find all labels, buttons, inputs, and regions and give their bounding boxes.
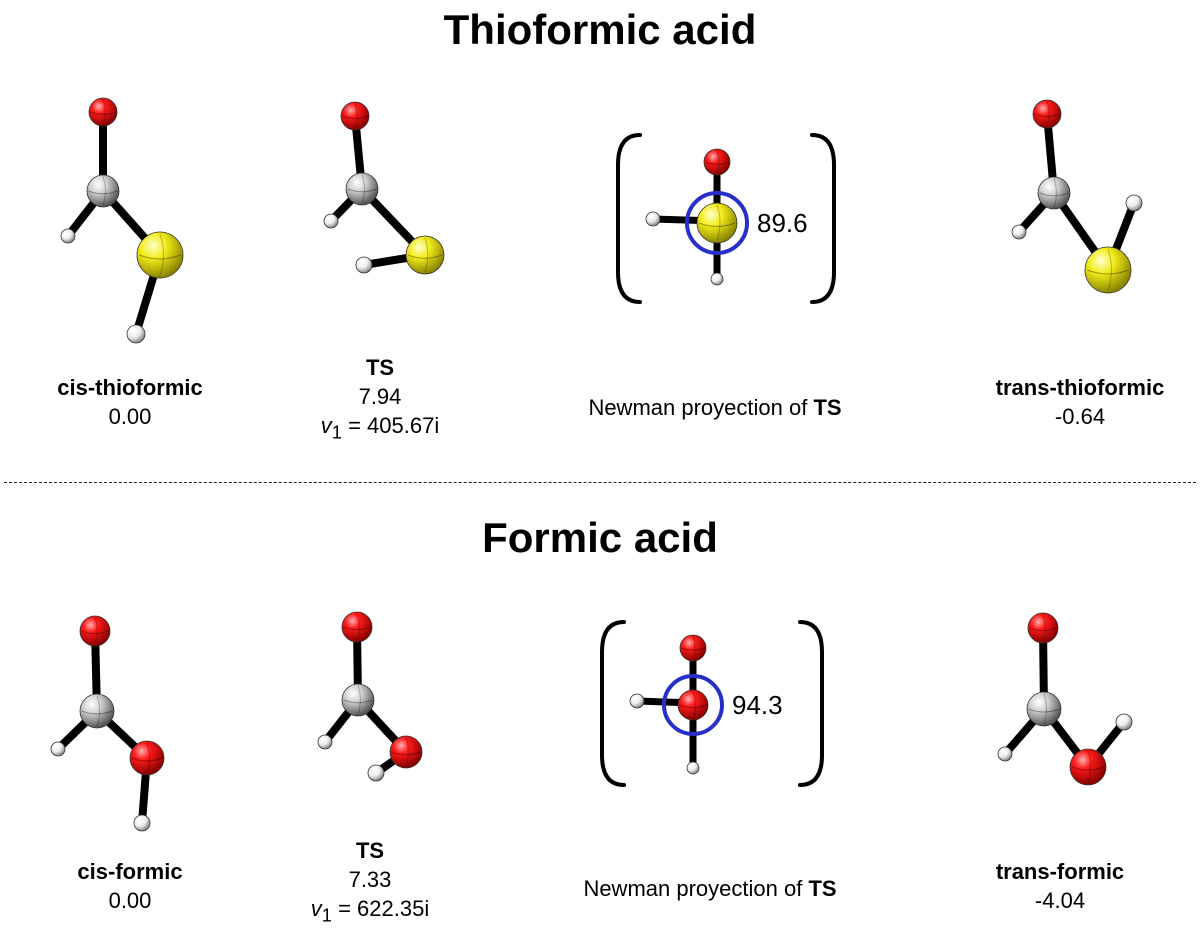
oxygen-atom <box>129 740 165 776</box>
conformer-name: cis-formic <box>77 859 183 884</box>
newman-projection-thioformic: 89.6 <box>616 133 836 304</box>
section-title-thioformic: Thioformic acid <box>443 6 757 53</box>
newman-circle <box>662 674 724 736</box>
conformer-name: trans-formic <box>995 859 1125 884</box>
newman-circle <box>685 191 749 255</box>
oxygen-atom <box>679 634 707 662</box>
molecule-trans-formic-bonds <box>1001 624 1128 771</box>
conformer-name: TS <box>365 355 395 380</box>
hydrogen-atom <box>710 272 724 286</box>
section-title-formic: Formic acid <box>482 514 718 561</box>
hydrogen-atom <box>1115 713 1133 731</box>
right-bracket <box>798 620 824 787</box>
left-bracket <box>616 133 642 304</box>
hydrogen-atom <box>355 256 373 274</box>
sulfur-atom <box>136 231 184 279</box>
front-atom <box>696 202 738 244</box>
relative-energy: 0.00 <box>108 888 152 913</box>
newman-projection-formic: 94.3 <box>600 620 824 787</box>
bonds-layer <box>54 108 1138 827</box>
sulfur-atom <box>1084 246 1132 294</box>
carbon-atom <box>345 172 379 206</box>
hydrogen-atom <box>126 324 146 344</box>
sulfur-atom <box>405 235 445 275</box>
oxygen-atom <box>1069 748 1107 786</box>
hydrogen-atom <box>629 693 645 709</box>
atoms-layer <box>50 97 1143 832</box>
carbon-atom <box>86 174 120 208</box>
hydrogen-atom <box>317 734 333 750</box>
carbon-atom <box>1037 176 1071 210</box>
label-cis-thioformic: cis-thioformic 0.00 <box>20 373 240 431</box>
oxygen-atom <box>703 148 731 176</box>
relative-energy: 7.94 <box>358 384 402 409</box>
hydrogen-atom <box>133 814 151 832</box>
relative-energy: -0.64 <box>1054 404 1106 429</box>
molecule-ts-formic <box>317 611 423 782</box>
oxygen-atom <box>79 615 111 647</box>
oxygen-atom <box>1027 612 1059 644</box>
relative-energy: -4.04 <box>1034 888 1086 913</box>
hydrogen-atom <box>1125 194 1143 212</box>
molecule-trans-thioformic <box>1011 99 1143 294</box>
carbon-atom <box>1026 691 1062 727</box>
oxygen-atom <box>389 735 423 769</box>
relative-energy: 0.00 <box>108 404 152 429</box>
oxygen-atom <box>1032 99 1062 129</box>
hydrogen-atom <box>686 761 700 775</box>
hydrogen-atom <box>1011 224 1027 240</box>
hydrogen-atom <box>323 213 339 229</box>
left-bracket <box>600 620 626 787</box>
carbon-atom <box>341 683 375 717</box>
label-trans-thioformic: trans-thioformic -0.64 <box>960 373 1200 431</box>
imaginary-frequency: v1 = 405.67i <box>320 413 440 443</box>
front-atom <box>677 689 709 721</box>
newman-layer: 89.6 94.3 <box>600 133 836 787</box>
label-cis-formic: cis-formic 0.00 <box>20 857 240 915</box>
right-bracket <box>810 133 836 304</box>
hydrogen-atom <box>997 746 1013 762</box>
label-trans-formic: trans-formic -4.04 <box>940 857 1180 915</box>
oxygen-atom <box>341 611 373 643</box>
molecule-ts-thioformic <box>323 101 445 275</box>
hydrogen-atom <box>645 211 661 227</box>
dihedral-angle-label: 94.3 <box>732 690 783 720</box>
molecule-trans-formic <box>997 612 1133 786</box>
oxygen-atom <box>340 101 370 131</box>
conformer-name: trans-thioformic <box>995 375 1165 400</box>
imaginary-frequency: v1 = 622.35i <box>310 896 430 926</box>
hydrogen-atom <box>367 764 385 782</box>
oxygen-atom <box>88 97 118 127</box>
section-divider <box>4 482 1196 483</box>
newman-caption-thioformic: Newman proyection of TS <box>588 395 842 420</box>
label-ts-formic: TS 7.33 v1 = 622.35i <box>270 836 470 929</box>
relative-energy: 7.33 <box>348 867 392 892</box>
molecule-cis-thioformic <box>60 97 184 344</box>
molecule-cis-formic <box>50 615 165 832</box>
molecule-cis-thioformic-bonds <box>64 108 164 338</box>
molecule-trans-thioformic-bonds <box>1015 110 1138 274</box>
conformer-name: TS <box>355 838 385 863</box>
label-ts-thioformic: TS 7.94 v1 = 405.67i <box>280 353 480 446</box>
newman-caption-formic: Newman proyection of TS <box>583 876 837 901</box>
hydrogen-atom <box>50 741 66 757</box>
hydrogen-atom <box>60 228 76 244</box>
dihedral-angle-label: 89.6 <box>757 208 808 238</box>
carbon-atom <box>79 693 115 729</box>
conformer-name: cis-thioformic <box>57 375 203 400</box>
